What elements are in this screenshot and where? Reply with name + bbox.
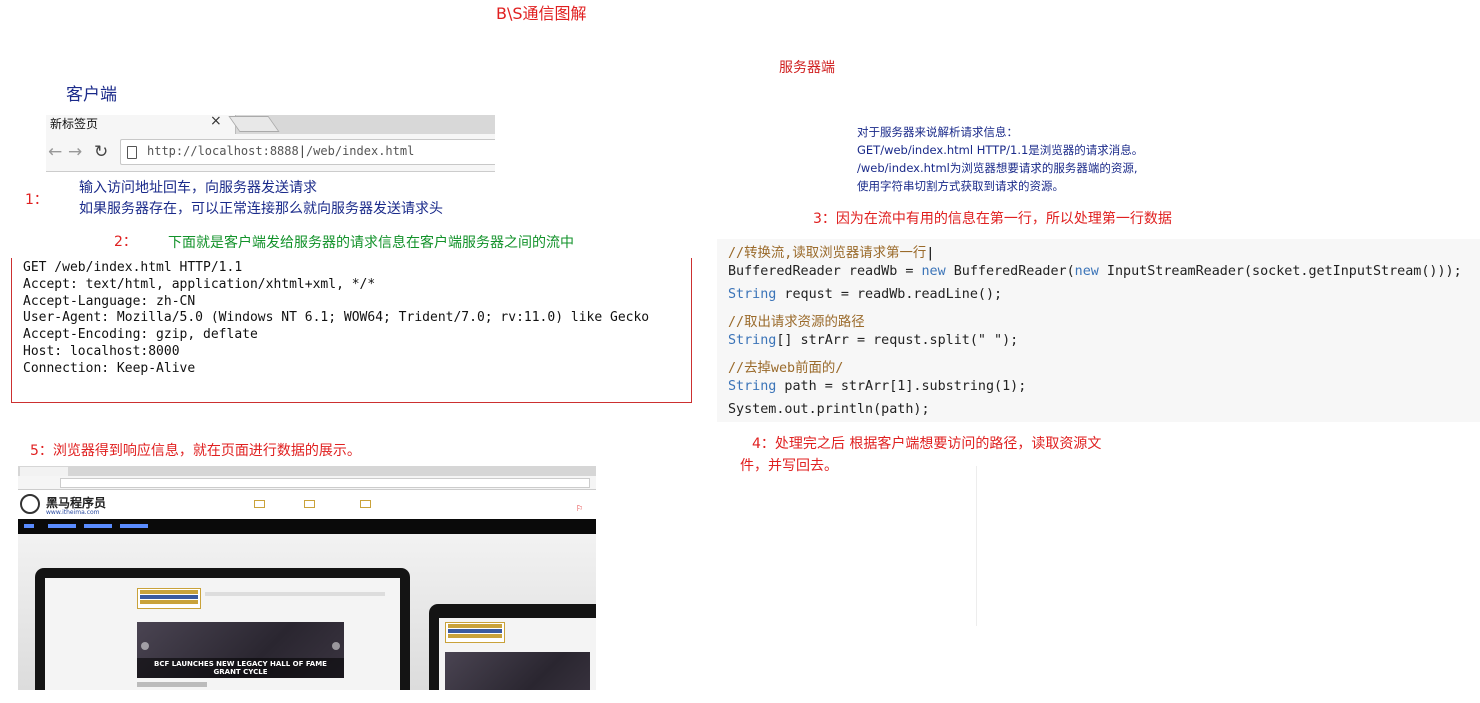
shot-address-bar: [18, 476, 596, 490]
code-line-6: //去掉web前面的/: [728, 356, 843, 376]
code-l5b: [] strArr = requst.split(" ");: [776, 333, 1019, 348]
code-line-4: //取出请求资源的路径: [728, 310, 865, 330]
address-url: http://localhost:8888|/web/index.html: [147, 144, 415, 158]
site-logo-url: www.itheima.com: [46, 509, 100, 516]
code-l7b: path = strArr[1].substring(1);: [776, 379, 1027, 394]
shot-tab: [20, 467, 68, 476]
address-url-host: http://localhost:8888: [147, 144, 299, 158]
code-l7a: String: [728, 379, 777, 394]
http-request-text: GET /web/index.html HTTP/1.1 Accept: tex…: [23, 260, 650, 376]
laptop-mockup: BCF LAUNCHES NEW LEGACY HALL OF FAME GRA…: [35, 568, 410, 690]
server-side-label: 服务器端: [779, 60, 835, 76]
close-tab-icon[interactable]: ×: [210, 113, 222, 129]
slider-next-icon: [332, 642, 340, 650]
step5-text: 5：浏览器得到响应信息，就在页面进行数据的展示。: [30, 443, 361, 459]
step3-text: 3：因为在流中有用的信息在第一行，所以处理第一行数据: [813, 211, 1172, 227]
code-comment-2: //取出请求资源的路径: [728, 315, 865, 330]
code-line-7: String path = strArr[1].substring(1);: [728, 379, 1026, 394]
bcf-headline: BCF LAUNCHES NEW LEGACY HALL OF FAME GRA…: [137, 658, 344, 678]
client-side-label: 客户端: [66, 85, 117, 105]
code-line-1: //转换流,读取浏览器请求第一行|: [728, 246, 935, 261]
code-comment-3: //去掉web前面的/: [728, 361, 844, 376]
back-arrow-icon[interactable]: ←: [48, 142, 63, 162]
code-line-3: String requst = readWb.readLine();: [728, 287, 1002, 302]
code-line-5: String[] strArr = requst.split(" ");: [728, 333, 1018, 348]
code-l3b: requst = readWb.readLine();: [776, 287, 1003, 302]
tablet-screen: [439, 618, 596, 690]
server-note-line1: 对于服务器来说解析请求信息：: [857, 125, 1018, 139]
bcf-logo: [137, 588, 201, 609]
browser-tab[interactable]: 新标签页 ×: [46, 113, 236, 134]
bcf-nav-links: [205, 592, 385, 596]
diagram-title: B\S通信图解: [496, 4, 587, 23]
header-badge-3: [360, 500, 373, 508]
code-line-8: System.out.println(path);: [728, 402, 930, 417]
address-url-path: /web/index.html: [305, 144, 415, 158]
java-code-block: //转换流,读取浏览器请求第一行| BufferedReader readWb …: [717, 239, 1480, 422]
shot-nav-link-2: [48, 524, 76, 528]
step4-line1: 4：处理完之后 根据客户端想要访问的路径，读取资源文: [752, 436, 1102, 452]
server-parse-note: 对于服务器来说解析请求信息： GET/web/index.html HTTP/1…: [857, 123, 1143, 195]
shot-nav-link-1: [24, 524, 34, 528]
browser-result-screenshot: 黑马程序员 www.itheima.com ⚐ BCF LAUNCHES NEW…: [18, 466, 596, 690]
header-flag-icon: ⚐: [576, 504, 584, 513]
step2-text: 下面就是客户端发给服务器的请求信息在客户端服务器之间的流中: [168, 235, 574, 251]
step1-number: 1：: [25, 192, 48, 208]
site-logo-icon: [20, 494, 40, 514]
shot-nav-link-3: [84, 524, 112, 528]
shot-address-box: [60, 478, 590, 488]
server-note-line3: /web/index.html为浏览器想要请求的服务器端的资源,: [857, 161, 1138, 175]
code-l2d: new: [1074, 264, 1099, 279]
code-l2e: InputStreamReader(socket.getInputStream(…: [1098, 264, 1462, 279]
new-tab-button[interactable]: [228, 116, 280, 132]
page-icon: [127, 146, 137, 159]
bcf-hero-image: BCF LAUNCHES NEW LEGACY HALL OF FAME GRA…: [137, 622, 344, 678]
shot-site-header: 黑马程序员 www.itheima.com ⚐: [18, 490, 596, 519]
browser-tab-title: 新标签页: [50, 117, 99, 131]
laptop-screen: BCF LAUNCHES NEW LEGACY HALL OF FAME GRA…: [45, 578, 400, 690]
browser-window: 新标签页 × ← → ↻ http://localhost:8888|/web/…: [46, 113, 495, 172]
step2-number: 2：: [114, 234, 137, 250]
server-note-line2: GET/web/index.html HTTP/1.1是浏览器的请求消息。: [857, 143, 1144, 157]
shot-hero: BCF LAUNCHES NEW LEGACY HALL OF FAME GRA…: [18, 534, 596, 690]
tablet-hero-image: [445, 652, 590, 690]
code-comment-1: //转换流,读取浏览器请求第一行: [728, 246, 927, 261]
shot-nav-bar: [18, 519, 596, 534]
shot-nav-link-4: [120, 524, 148, 528]
shot-tab-bar: [18, 466, 596, 476]
browser-nav-bar: ← → ↻ http://localhost:8888|/web/index.h…: [46, 134, 495, 172]
browser-tab-bar: 新标签页 ×: [46, 113, 495, 134]
slider-prev-icon: [141, 642, 149, 650]
divider-line: [976, 466, 977, 626]
http-request-box: GET /web/index.html HTTP/1.1 Accept: tex…: [11, 258, 692, 403]
reload-icon[interactable]: ↻: [94, 142, 109, 162]
code-l2b: new: [921, 264, 946, 279]
code-l2a: BufferedReader readWb =: [728, 264, 922, 279]
forward-arrow-icon[interactable]: →: [68, 142, 83, 162]
code-l3a: String: [728, 287, 777, 302]
code-l5a: String: [728, 333, 777, 348]
bcf-subheadline: [137, 682, 207, 687]
header-badge-1: [254, 500, 267, 508]
server-note-line4: 使用字符串切割方式获取到请求的资源。: [857, 179, 1064, 193]
code-line-2: BufferedReader readWb = new BufferedRead…: [728, 264, 1462, 279]
step1-line2: 如果服务器存在，可以正常连接那么就向服务器发送请求头: [79, 201, 443, 217]
site-logo-text: 黑马程序员: [46, 496, 107, 510]
step1-line1: 输入访问地址回车，向服务器发送请求: [79, 180, 317, 196]
header-badge-2: [304, 500, 317, 508]
tablet-mockup: [429, 604, 596, 690]
address-bar[interactable]: http://localhost:8888|/web/index.html: [120, 139, 495, 165]
tablet-bcf-logo: [445, 622, 505, 643]
step4-line2: 件，并写回去。: [740, 458, 838, 474]
code-l2c: BufferedReader(: [945, 264, 1075, 279]
